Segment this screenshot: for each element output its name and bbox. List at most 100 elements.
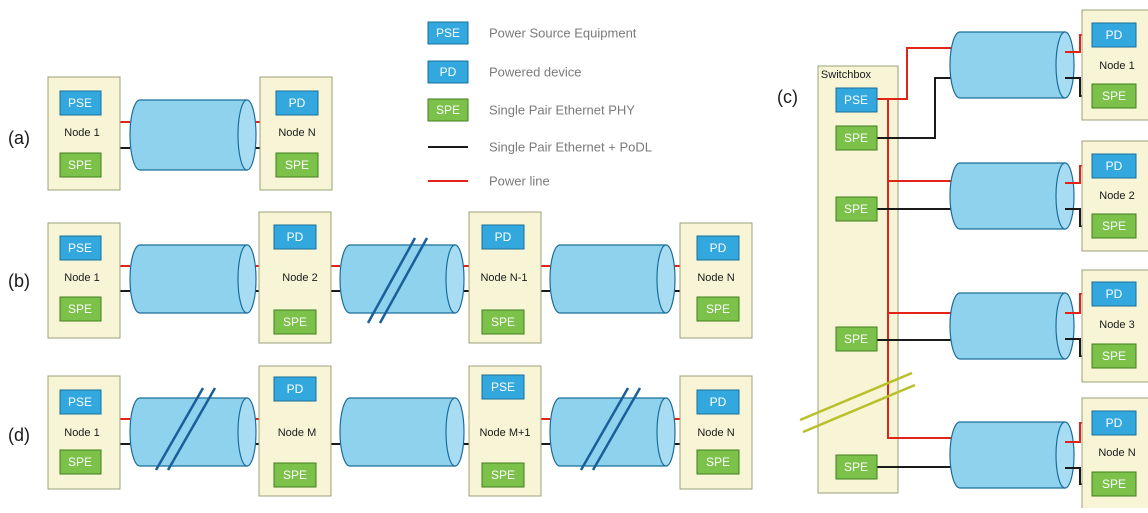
pse-block — [59, 389, 102, 415]
legend-pd-swatch — [427, 60, 469, 84]
cable — [949, 292, 1066, 360]
break-mark — [154, 387, 205, 471]
pd-label: PD — [1106, 287, 1123, 301]
spe-block — [59, 296, 102, 322]
label-d: (d) — [8, 425, 30, 445]
spe-label: SPE — [1102, 219, 1126, 233]
cable-end — [656, 244, 676, 314]
pd-label: PD — [1106, 416, 1123, 430]
pd-label: PD — [1106, 28, 1123, 42]
node-label: Node 1 — [64, 127, 99, 139]
pd-block — [1091, 410, 1137, 436]
label-a: (a) — [8, 128, 30, 148]
node-label: Node N — [278, 127, 315, 139]
cable — [949, 162, 1066, 230]
diagram-d: (d) PSE Node 1 SPE PD Node M SPE — [8, 365, 753, 497]
pd-block — [696, 389, 740, 415]
spe-label: SPE — [844, 332, 868, 346]
pse-block — [59, 90, 102, 116]
pd-block — [273, 224, 317, 250]
cable — [339, 244, 456, 314]
legend-pd-abbr: PD — [440, 65, 457, 79]
cable-end — [237, 244, 257, 314]
pd-label: PD — [287, 230, 304, 244]
spe-label: SPE — [844, 460, 868, 474]
node-label: Node 2 — [282, 272, 317, 284]
break-mark — [799, 371, 913, 422]
spe-label: SPE — [283, 468, 307, 482]
pd-label: PD — [710, 395, 727, 409]
pd-label: PD — [1106, 159, 1123, 173]
spe-label: SPE — [68, 158, 92, 172]
node-label: Node M+1 — [479, 427, 530, 439]
node-label: Node 1 — [1099, 60, 1134, 72]
spe-block — [1091, 83, 1137, 109]
node-label: Node N — [1098, 447, 1135, 459]
break-mark — [366, 237, 417, 324]
pse-label: PSE — [844, 93, 868, 107]
pse-block — [835, 87, 878, 113]
spe-block — [696, 296, 740, 322]
spe-label: SPE — [706, 302, 730, 316]
pd-block — [481, 224, 525, 250]
spe-block — [1091, 471, 1137, 497]
node-label: Node M — [278, 427, 317, 439]
cable-end — [1055, 421, 1075, 489]
legend-red-text: Power line — [489, 174, 550, 189]
diagram-c: (c) Switchbox PSE SPE SPE SPE SPE — [777, 9, 1148, 511]
break-mark — [166, 387, 217, 471]
spe-label: SPE — [1102, 349, 1126, 363]
spe-label: SPE — [844, 131, 868, 145]
diagram-b: (b) PSE Node 1 SPE PD Node 2 SPE — [8, 211, 753, 344]
legend-spe-text: Single Pair Ethernet PHY — [489, 103, 635, 118]
spe-label: SPE — [1102, 89, 1126, 103]
spe-label: SPE — [1102, 477, 1126, 491]
pd-label: PD — [289, 96, 306, 110]
spe-block — [273, 309, 317, 335]
spe-block — [481, 309, 525, 335]
spe-label: SPE — [491, 468, 515, 482]
spe-block — [273, 462, 317, 488]
pd-label: PD — [710, 241, 727, 255]
spe-label: SPE — [285, 158, 309, 172]
spe-block — [835, 454, 878, 480]
spe-label: SPE — [283, 315, 307, 329]
cable-end — [1055, 292, 1075, 360]
pd-label: PD — [287, 382, 304, 396]
cable-end — [1055, 31, 1075, 99]
label-c: (c) — [777, 87, 798, 107]
pd-block — [273, 376, 317, 402]
cable — [549, 244, 667, 314]
data-line — [877, 77, 952, 139]
spe-block — [59, 449, 102, 475]
legend-black-text: Single Pair Ethernet + PoDL — [489, 140, 652, 155]
spe-block — [275, 152, 319, 178]
node-label: Node N — [697, 427, 734, 439]
pd-block — [696, 235, 740, 261]
cable-end — [237, 99, 257, 171]
pd-block — [275, 90, 319, 116]
spe-block — [835, 196, 878, 222]
cable-end — [1055, 162, 1075, 230]
legend-spe-abbr: SPE — [436, 103, 460, 117]
cable — [949, 31, 1066, 99]
legend-spe-swatch — [427, 98, 469, 122]
spe-block — [835, 125, 878, 151]
spe-block — [1091, 343, 1137, 369]
legend-pd-text: Powered device — [489, 65, 582, 80]
node-label: Node N — [697, 272, 734, 284]
legend-pse-text: Power Source Equipment — [489, 26, 637, 41]
cable — [339, 397, 456, 467]
pd-label: PD — [495, 230, 512, 244]
pse-label: PSE — [491, 380, 515, 394]
cable — [129, 244, 248, 314]
cable-end — [237, 397, 257, 467]
cable-end — [656, 397, 676, 467]
power-bus — [877, 98, 952, 439]
spe-block — [835, 326, 878, 352]
pd-block — [1091, 22, 1137, 48]
spe-label: SPE — [68, 455, 92, 469]
spe-block — [481, 462, 525, 488]
cable — [549, 397, 667, 467]
